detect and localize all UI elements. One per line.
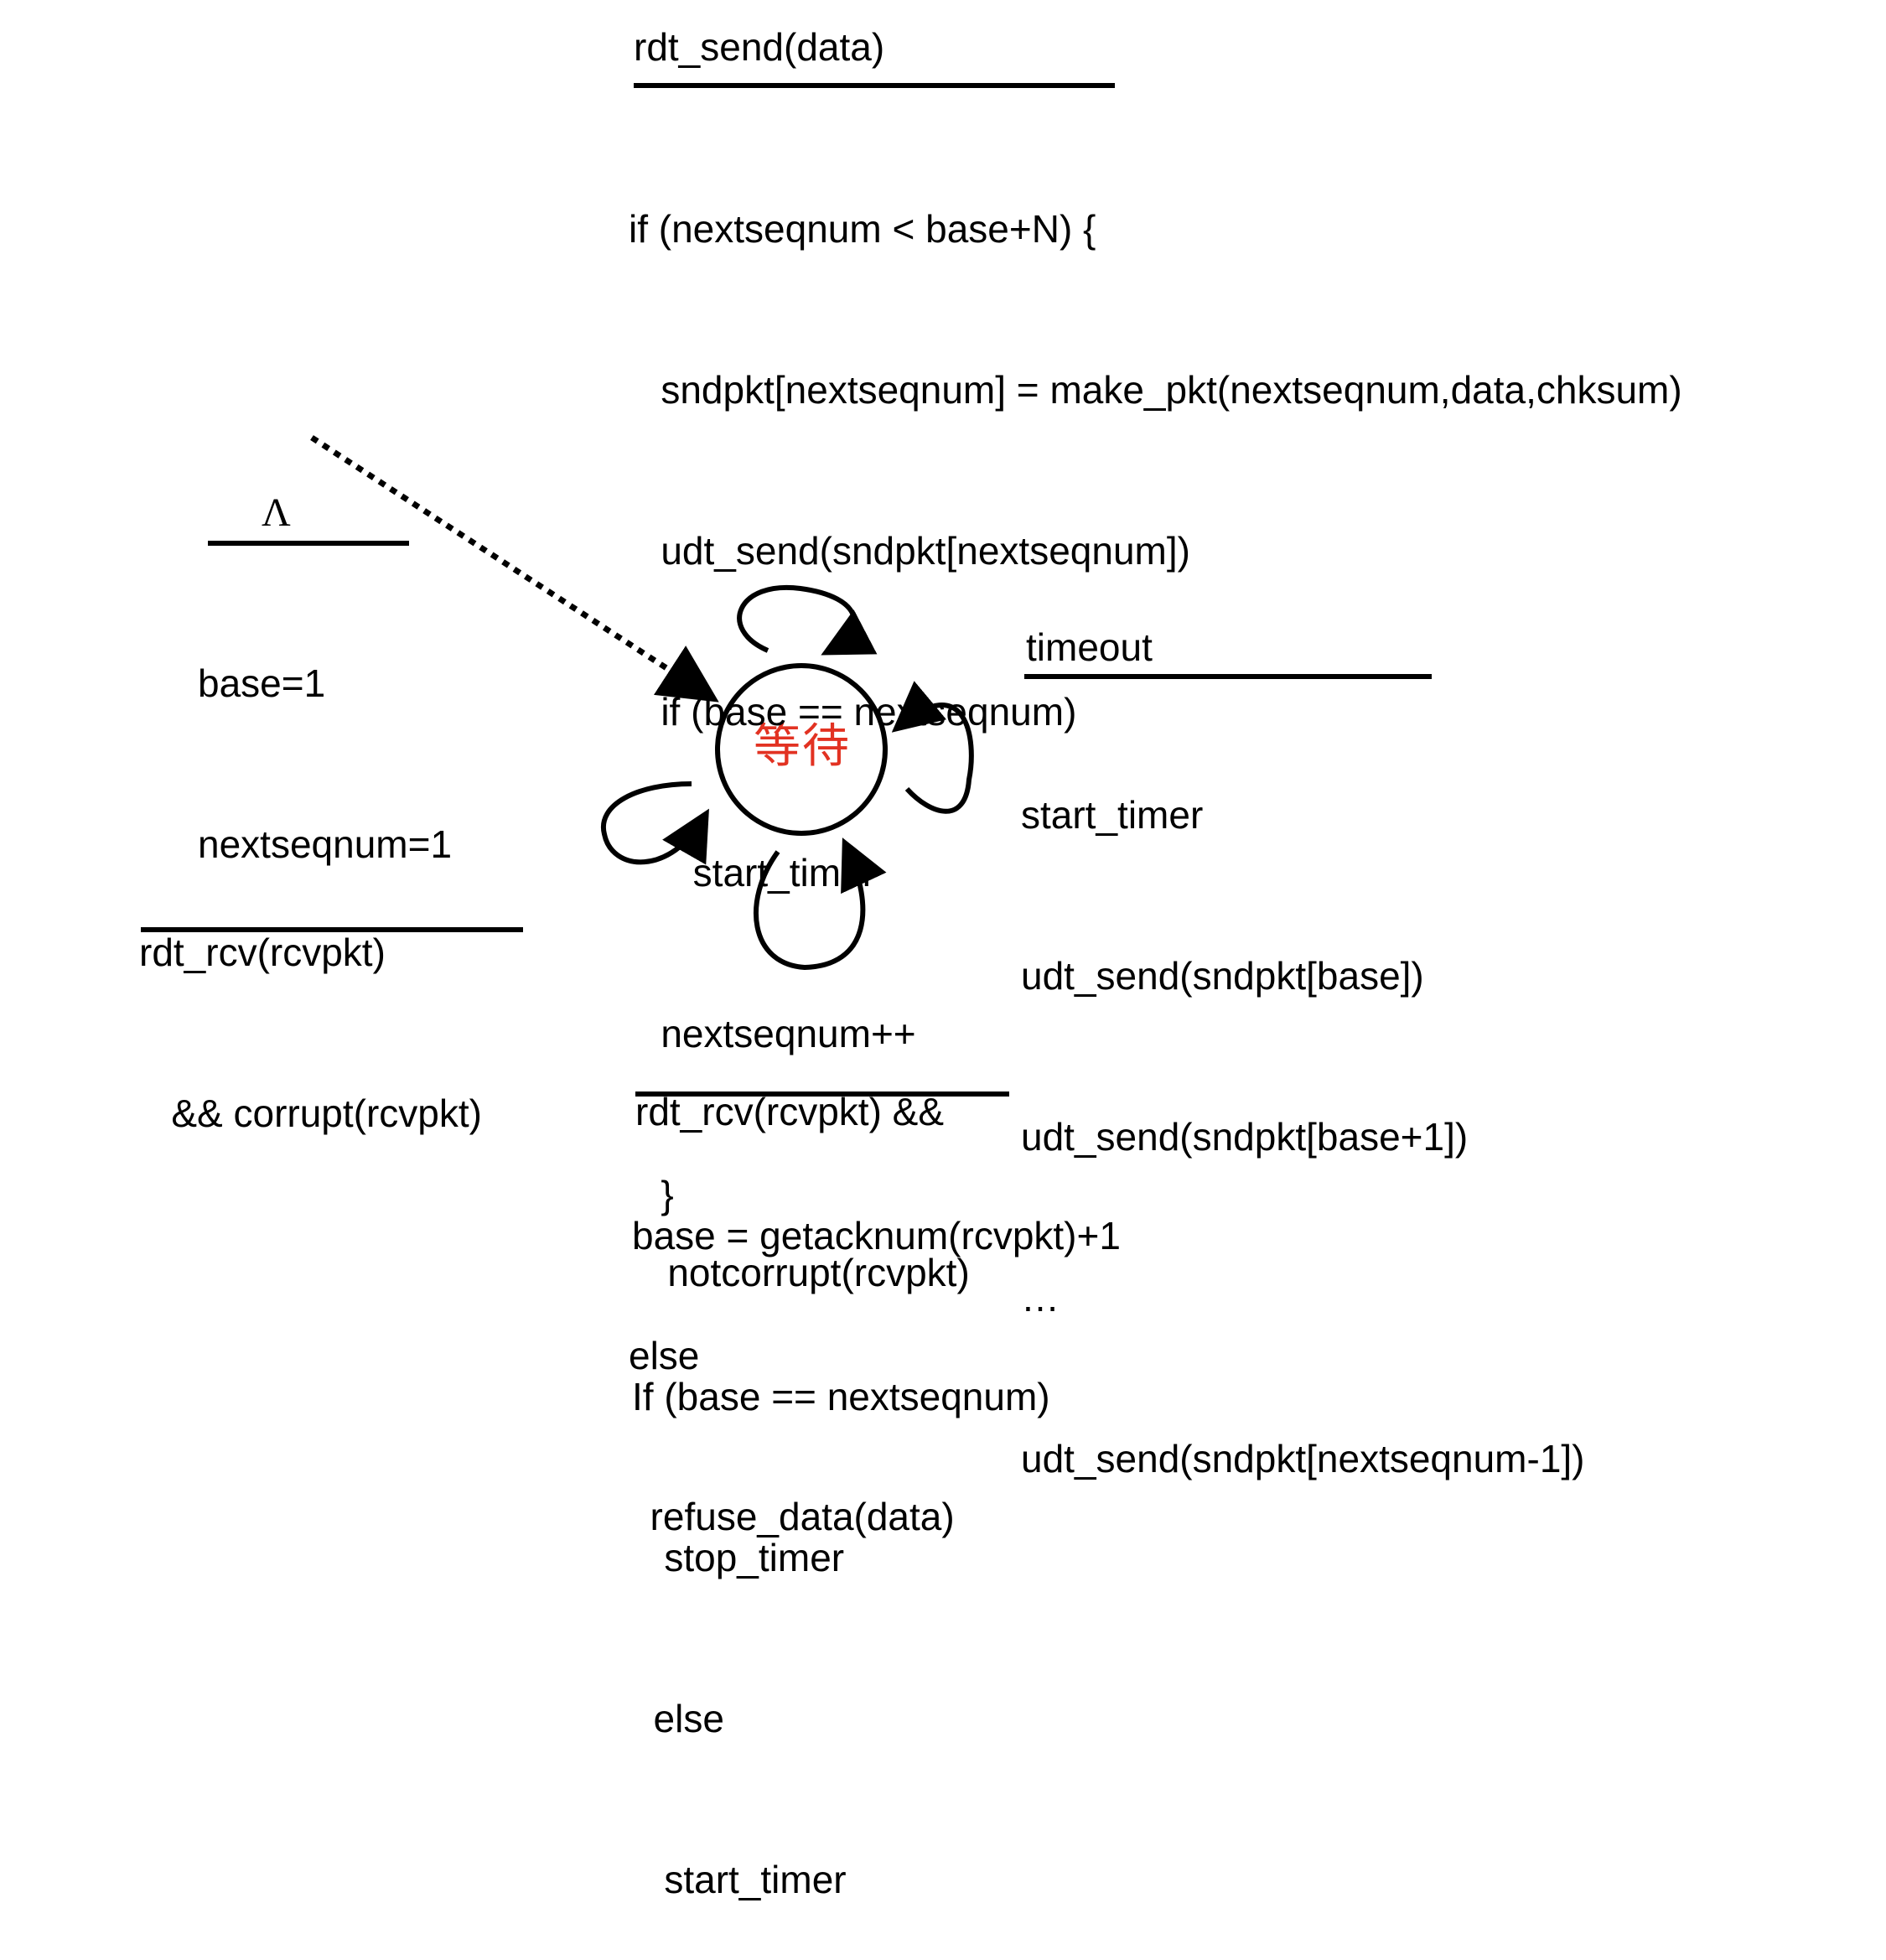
ack-action-line: base = getacknum(rcvpkt)+1 <box>632 1214 1121 1257</box>
init-event-lambda: Λ <box>262 490 291 535</box>
init-action-base: base=1 <box>198 661 326 705</box>
ack-divider <box>635 1091 1009 1097</box>
corrupt-self-loop-arrow <box>600 781 709 865</box>
init-action-nextseqnum: nextseqnum=1 <box>198 822 453 866</box>
ack-actions: base = getacknum(rcvpkt)+1 If (base == n… <box>632 1102 1121 1960</box>
ack-event-line: notcorrupt(rcvpkt) <box>635 1251 970 1294</box>
send-action-line: } <box>629 1173 674 1216</box>
corrupt-event-line: rdt_rcv(rcvpkt) <box>139 931 386 974</box>
send-action-line: if (nextseqnum < base+N) { <box>629 207 1096 251</box>
timeout-action-line: udt_send(sndpkt[base+1]) <box>1021 1115 1469 1159</box>
wait-state-label: 等待 <box>754 719 851 774</box>
corrupt-event-line: && corrupt(rcvpkt) <box>139 1091 482 1135</box>
corrupt-event: rdt_rcv(rcvpkt) && corrupt(rcvpkt) <box>139 818 482 1194</box>
init-actions: base=1 nextseqnum=1 <box>198 549 452 925</box>
send-divider <box>634 83 1115 88</box>
send-event: rdt_send(data) <box>634 25 885 69</box>
wait-state-circle <box>715 663 888 836</box>
timeout-action-line: start_timer <box>1021 793 1204 837</box>
ack-action-line: else <box>632 1697 724 1740</box>
corrupt-divider <box>141 927 523 932</box>
send-action-line: else <box>629 1334 700 1377</box>
ack-event-line: rdt_rcv(rcvpkt) && <box>635 1090 945 1133</box>
init-divider <box>208 541 409 546</box>
timeout-self-loop-arrow <box>891 681 974 814</box>
send-action-line: if (base == nextseqnum) <box>629 690 1077 734</box>
timeout-action-line: … <box>1021 1276 1060 1320</box>
send-action-line: start_timer <box>629 851 875 894</box>
send-action-line: udt_send(sndpkt[nextseqnum]) <box>629 529 1190 573</box>
ack-action-line: start_timer <box>632 1858 847 1901</box>
send-actions: if (nextseqnum < base+N) { sndpkt[nextse… <box>629 95 1682 1597</box>
ack-event: rdt_rcv(rcvpkt) && notcorrupt(rcvpkt) <box>635 977 970 1353</box>
timeout-action-line: udt_send(sndpkt[base]) <box>1021 954 1424 998</box>
send-action-line: sndpkt[nextseqnum] = make_pkt(nextseqnum… <box>629 368 1682 412</box>
initial-transition-arrow <box>310 435 719 703</box>
timeout-divider <box>1024 674 1432 679</box>
ack-self-loop-arrow <box>753 837 887 971</box>
timeout-event: timeout <box>1026 625 1153 669</box>
ack-action-line: If (base == nextseqnum) <box>632 1375 1050 1418</box>
send-self-loop-arrow <box>737 584 878 656</box>
fsm-diagram <box>310 435 974 971</box>
ack-action-line: stop_timer <box>632 1536 845 1579</box>
send-action-line: nextseqnum++ <box>629 1012 916 1055</box>
